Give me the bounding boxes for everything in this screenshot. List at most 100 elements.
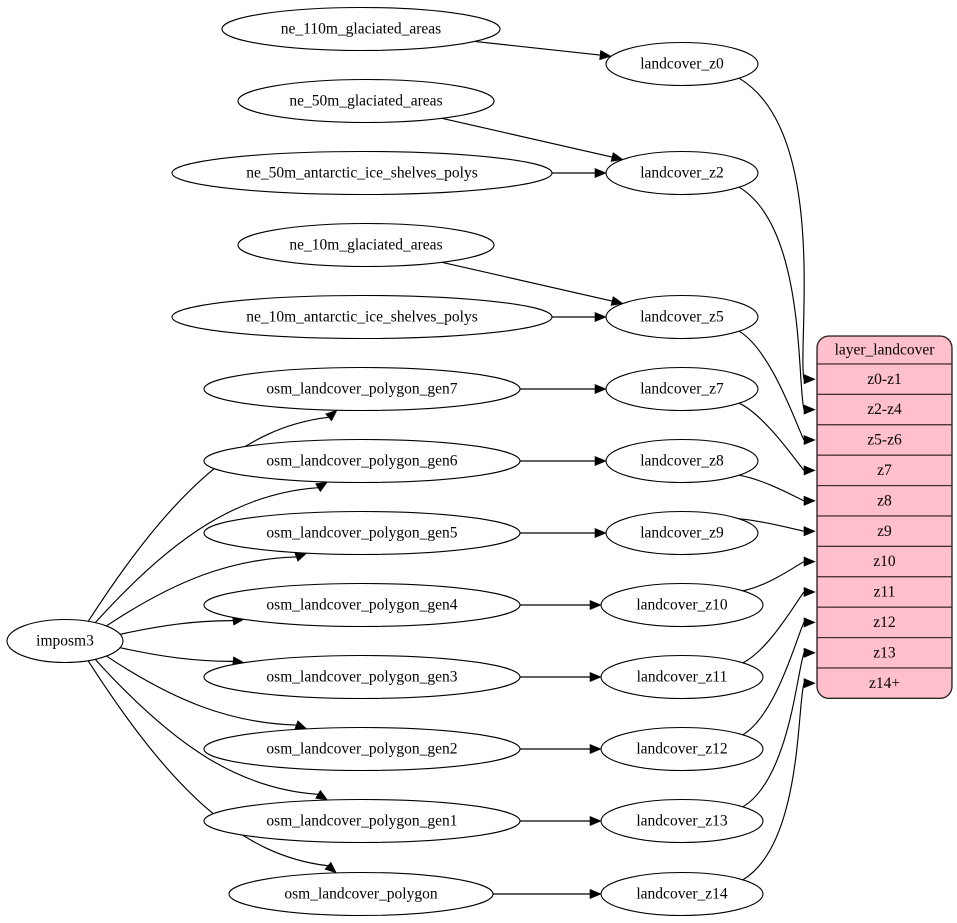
edge-landcover_z13-to-layer_landcover_z13 xyxy=(742,652,805,808)
record-header-cell xyxy=(817,336,952,365)
graph-node-landcover_z12[interactable]: landcover_z12 xyxy=(600,726,764,772)
edge-arrowhead xyxy=(594,383,607,395)
edge-ne_10m_glaciated_areas-to-landcover_z5 xyxy=(441,261,613,302)
graph-node-landcover_z5[interactable]: landcover_z5 xyxy=(605,294,759,340)
graph-node-osm_landcover_polygon_gen2[interactable]: osm_landcover_polygon_gen2 xyxy=(203,726,521,772)
record-row-z8[interactable] xyxy=(817,485,952,517)
node-ellipse-landcover_z0[interactable] xyxy=(605,41,759,87)
node-ellipse-landcover_z11[interactable] xyxy=(600,654,764,700)
node-ellipse-osm_landcover_polygon_gen7[interactable] xyxy=(203,366,521,412)
edge-arrowhead xyxy=(315,789,329,801)
edge-imposm3-to-osm_landcover_polygon_gen7 xyxy=(87,416,329,622)
record-row-z5-z6[interactable] xyxy=(817,424,952,456)
edge-arrowhead xyxy=(324,861,337,874)
graph-node-ne_10m_antarctic_ice_shelves_polys[interactable]: ne_10m_antarctic_ice_shelves_polys xyxy=(171,294,553,340)
node-ellipse-landcover_z8[interactable] xyxy=(605,438,759,484)
edge-arrowhead xyxy=(325,409,338,422)
record-row-z0-z1[interactable] xyxy=(817,363,952,395)
node-ellipse-osm_landcover_polygon_gen5[interactable] xyxy=(203,510,521,556)
graph-node-osm_landcover_polygon_gen7[interactable]: osm_landcover_polygon_gen7 xyxy=(203,366,521,412)
edge-arrowhead xyxy=(294,720,308,730)
edge-arrowhead xyxy=(589,743,602,755)
node-ellipse-landcover_z14[interactable] xyxy=(600,871,764,917)
graph-node-imposm3[interactable]: imposm3 xyxy=(6,618,124,664)
graph-node-landcover_z13[interactable]: landcover_z13 xyxy=(600,798,764,844)
node-ellipse-osm_landcover_polygon_gen2[interactable] xyxy=(203,726,521,772)
edges-layer xyxy=(87,40,816,900)
edge-arrowhead xyxy=(589,815,602,827)
node-ellipse-imposm3[interactable] xyxy=(6,618,124,664)
node-ellipse-landcover_z2[interactable] xyxy=(605,150,759,196)
edge-imposm3-to-osm_landcover_polygon_gen6 xyxy=(94,487,319,624)
graph-node-osm_landcover_polygon_gen6[interactable]: osm_landcover_polygon_gen6 xyxy=(203,438,521,484)
node-ellipse-ne_50m_antarctic_ice_shelves_polys[interactable] xyxy=(171,150,553,196)
edge-landcover_z7-to-layer_landcover_z7 xyxy=(738,402,805,471)
record-row-z11[interactable] xyxy=(817,576,952,608)
node-ellipse-landcover_z9[interactable] xyxy=(605,510,759,556)
node-ellipse-osm_landcover_polygon_gen4[interactable] xyxy=(203,582,521,628)
node-ellipse-osm_landcover_polygon_gen1[interactable] xyxy=(203,798,521,844)
edge-landcover_z8-to-layer_landcover_z8 xyxy=(739,474,805,502)
graph-node-landcover_z8[interactable]: landcover_z8 xyxy=(605,438,759,484)
graph-node-landcover_z9[interactable]: landcover_z9 xyxy=(605,510,759,556)
edge-imposm3-to-osm_landcover_polygon xyxy=(87,660,328,867)
edge-arrowhead xyxy=(589,599,602,611)
graph-node-osm_landcover_polygon_gen5[interactable]: osm_landcover_polygon_gen5 xyxy=(203,510,521,556)
record-row-z9[interactable] xyxy=(817,515,952,547)
node-ellipse-landcover_z5[interactable] xyxy=(605,294,759,340)
graph-node-ne_50m_glaciated_areas[interactable]: ne_50m_glaciated_areas xyxy=(237,78,495,124)
edge-ne_50m_glaciated_areas-to-landcover_z2 xyxy=(441,117,613,158)
node-ellipse-osm_landcover_polygon_gen3[interactable] xyxy=(203,654,521,700)
node-ellipse-landcover_z13[interactable] xyxy=(600,798,764,844)
record-row-z14+[interactable] xyxy=(817,667,952,699)
edge-imposm3-to-osm_landcover_polygon_gen3 xyxy=(120,647,234,662)
edge-landcover_z9-to-layer_landcover_z9 xyxy=(739,518,805,532)
graph-node-landcover_z10[interactable]: landcover_z10 xyxy=(600,582,764,628)
edge-arrowhead xyxy=(315,481,329,493)
graph-node-ne_10m_glaciated_areas[interactable]: ne_10m_glaciated_areas xyxy=(237,222,495,268)
record-row-z13[interactable] xyxy=(817,637,952,669)
graph-node-ne_50m_antarctic_ice_shelves_polys[interactable]: ne_50m_antarctic_ice_shelves_polys xyxy=(171,150,553,196)
record-row-z7[interactable] xyxy=(817,454,952,487)
edge-landcover_z10-to-layer_landcover_z10 xyxy=(742,561,805,592)
graph-node-landcover_z14[interactable]: landcover_z14 xyxy=(600,871,764,917)
graph-node-landcover_z7[interactable]: landcover_z7 xyxy=(605,366,759,412)
node-ellipse-osm_landcover_polygon_gen6[interactable] xyxy=(203,438,521,484)
node-ellipse-osm_landcover_polygon[interactable] xyxy=(228,871,494,917)
node-ellipse-ne_10m_antarctic_ice_shelves_polys[interactable] xyxy=(171,294,553,340)
node-ellipse-landcover_z7[interactable] xyxy=(605,366,759,412)
edge-landcover_z12-to-layer_landcover_z12 xyxy=(742,622,805,736)
node-ellipse-ne_110m_glaciated_areas[interactable] xyxy=(221,6,501,52)
edge-arrowhead xyxy=(803,465,816,476)
edge-arrowhead xyxy=(803,647,816,658)
record-row-z2-z4[interactable] xyxy=(817,393,952,426)
graph-node-landcover_z0[interactable]: landcover_z0 xyxy=(605,41,759,87)
graph-node-landcover_z11[interactable]: landcover_z11 xyxy=(600,654,764,700)
node-ellipse-ne_50m_glaciated_areas[interactable] xyxy=(237,78,495,124)
edge-imposm3-to-osm_landcover_polygon_gen2 xyxy=(106,655,297,726)
edge-imposm3-to-osm_landcover_polygon_gen5 xyxy=(106,556,297,627)
edge-ne_110m_glaciated_areas-to-landcover_z0 xyxy=(474,40,601,56)
record-table-outline xyxy=(816,335,953,700)
graph-node-ne_110m_glaciated_areas[interactable]: ne_110m_glaciated_areas xyxy=(221,6,501,52)
edge-arrowhead xyxy=(803,678,816,689)
graph-node-landcover_z2[interactable]: landcover_z2 xyxy=(605,150,759,196)
edge-arrowhead xyxy=(594,167,607,179)
edge-arrowhead xyxy=(610,152,624,162)
graph-node-osm_landcover_polygon_gen4[interactable]: osm_landcover_polygon_gen4 xyxy=(203,582,521,628)
node-ellipse-landcover_z12[interactable] xyxy=(600,726,764,772)
graph-node-osm_landcover_polygon[interactable]: osm_landcover_polygon xyxy=(228,871,494,917)
edge-arrowhead xyxy=(589,671,602,683)
edge-landcover_z0-to-layer_landcover_z0-z1 xyxy=(738,77,805,380)
record-row-z10[interactable] xyxy=(817,545,952,578)
graph-node-osm_landcover_polygon_gen3[interactable]: osm_landcover_polygon_gen3 xyxy=(203,654,521,700)
node-ellipse-ne_10m_glaciated_areas[interactable] xyxy=(237,222,495,268)
record-row-z12[interactable] xyxy=(817,606,952,639)
edge-arrowhead xyxy=(594,311,607,323)
edge-arrowhead xyxy=(803,556,816,567)
edge-landcover_z14-to-layer_landcover_z14_ xyxy=(742,683,805,881)
node-ellipse-landcover_z10[interactable] xyxy=(600,582,764,628)
edge-imposm3-to-osm_landcover_polygon_gen4 xyxy=(120,620,234,635)
graph-node-osm_landcover_polygon_gen1[interactable]: osm_landcover_polygon_gen1 xyxy=(203,798,521,844)
